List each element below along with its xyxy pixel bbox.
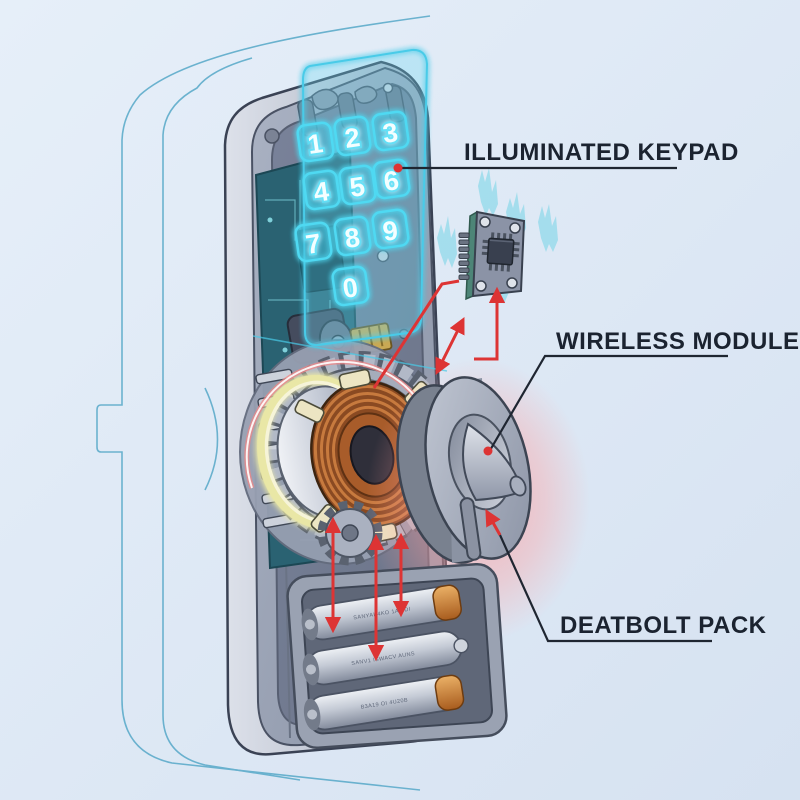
leader-wireless bbox=[488, 354, 728, 453]
illuminated-keypad: 1 2 3 4 5 6 7 bbox=[252, 48, 448, 372]
thumbturn-tip bbox=[509, 475, 527, 497]
arrow-knob-module bbox=[435, 317, 465, 375]
keypad-keys: 1 2 3 4 5 6 7 bbox=[294, 110, 411, 307]
keypad-key-8: 8 bbox=[333, 215, 372, 257]
keypad-key-4: 4 bbox=[302, 169, 341, 211]
ghost-outline-inner bbox=[162, 57, 301, 781]
key-digit: 3 bbox=[381, 117, 400, 149]
battery-pack: SANYAI-4KO 1AV DI SANV1 ISWACV AUNS B3A1… bbox=[286, 562, 508, 750]
door-ghost-outline bbox=[96, 15, 431, 791]
label-deadbolt-pack: DEATBOLT PACK bbox=[560, 612, 767, 639]
key-digit: 5 bbox=[348, 171, 367, 203]
ghost-bore-arc bbox=[204, 387, 219, 491]
knob-slot bbox=[459, 497, 482, 561]
annotation-arrows bbox=[324, 279, 506, 662]
key-digit: 9 bbox=[381, 215, 400, 247]
leader-dot-keypad bbox=[393, 163, 403, 173]
key-digit: 1 bbox=[306, 128, 325, 160]
keypad-key-7: 7 bbox=[294, 221, 333, 263]
key-digit: 4 bbox=[312, 176, 331, 208]
module-chip bbox=[481, 232, 520, 272]
body-seam bbox=[285, 559, 291, 739]
key-digit: 8 bbox=[343, 222, 362, 254]
battery-3: B3A19 OI 4U20B bbox=[303, 674, 465, 731]
leader-deadbolt-arrowhead bbox=[485, 509, 502, 536]
callout-leaders bbox=[401, 166, 728, 643]
key-digit: 0 bbox=[341, 272, 360, 304]
keypad-key-0: 0 bbox=[331, 265, 370, 307]
label-wireless-module: WIRELESS MODULE bbox=[556, 328, 800, 355]
key-digit: 7 bbox=[304, 228, 323, 260]
keypad-key-2: 2 bbox=[333, 115, 372, 157]
keypad-key-6: 6 bbox=[372, 158, 411, 200]
keypad-wire bbox=[252, 335, 448, 372]
keypad-key-1: 1 bbox=[296, 121, 335, 163]
keypad-key-3: 3 bbox=[371, 110, 410, 152]
thumbturn-lever bbox=[462, 422, 522, 502]
thumbturn-knob bbox=[396, 376, 532, 564]
key-digit: 2 bbox=[343, 122, 362, 154]
module-holes bbox=[475, 216, 521, 292]
arrow-to-chip bbox=[474, 286, 506, 361]
ghost-outline-outer bbox=[96, 15, 431, 791]
label-illuminated-keypad: ILLUMINATED KEYPAD bbox=[464, 139, 739, 166]
leader-coil-to-module bbox=[372, 279, 460, 389]
keypad-key-9: 9 bbox=[371, 208, 410, 250]
leader-deadbolt bbox=[498, 534, 712, 643]
leader-dot-wireless bbox=[483, 446, 493, 456]
module-pins bbox=[458, 232, 470, 280]
keypad-key-5: 5 bbox=[338, 164, 377, 206]
